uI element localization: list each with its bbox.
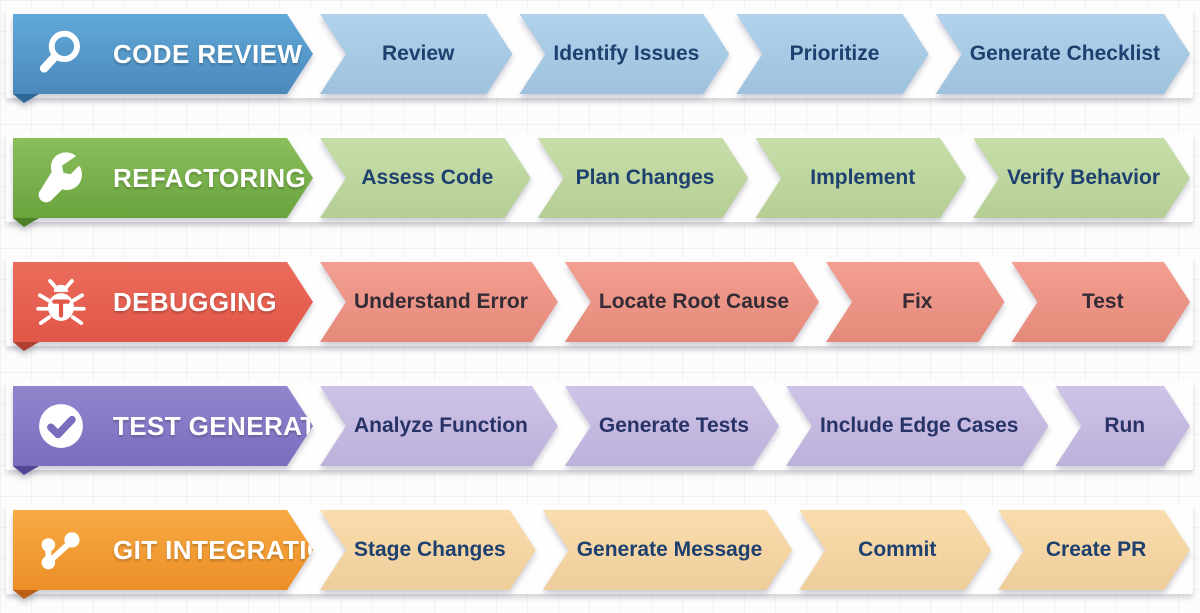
workflow-step: Locate Root Cause [565,262,819,342]
row-title: CODE REVIEW [113,38,303,69]
check-circle-icon [34,399,88,453]
step-label: Generate Message [576,538,763,561]
row-header: CODE REVIEW [13,14,313,94]
workflow-row-refactoring: REFACTORING Assess Code Plan Changes Imple… [6,133,1193,227]
step-label: Test [1081,290,1124,313]
ribbon-fold [13,590,39,599]
git-branch-icon [34,523,88,577]
ribbon-band: CODE REVIEW Review Identify Issues Priorit… [13,14,1190,103]
ribbon-fold [13,94,39,103]
step-label: Stage Changes [354,538,506,561]
workflow-step: Plan Changes [538,138,749,218]
step-label: Generate Tests [598,414,750,437]
workflow-row-git-integration: GIT INTEGRATION Stage Changes Generate Me… [6,505,1193,599]
workflow-step: Implement [755,138,966,218]
workflow-step: Generate Checklist [936,14,1190,94]
bug-icon [34,275,88,329]
workflow-step: Identify Issues [519,14,729,94]
step-list: Analyze Function Generate Tests Include Ed… [320,386,1190,466]
ribbon-band: GIT INTEGRATION Stage Changes Generate Me… [13,510,1190,599]
ribbon-fold [13,466,39,475]
step-label: Create PR [1045,538,1147,561]
workflow-step: Generate Message [543,510,793,590]
row-title: REFACTORING [113,162,307,193]
workflow-step: Analyze Function [320,386,558,466]
workflow-step: Review [320,14,512,94]
row-header: DEBUGGING [13,262,313,342]
row-title: GIT INTEGRATION [113,534,347,565]
workflow-step: Prioritize [736,14,928,94]
step-label: Review [382,42,455,65]
wrench-icon [34,151,88,205]
step-label: Implement [810,166,916,189]
workflow-step: Create PR [998,510,1190,590]
workflow-step: Verify Behavior [973,138,1190,218]
workflow-row-debugging: DEBUGGING Understand Error Locate Root Ca… [6,257,1193,351]
workflow-row-code-review: CODE REVIEW Review Identify Issues Priorit… [6,9,1193,103]
ribbon-band: REFACTORING Assess Code Plan Changes Imple… [13,138,1190,227]
step-label: Run [1104,414,1146,437]
workflow-step: Assess Code [320,138,531,218]
workflow-step: Test [1012,262,1190,342]
step-list: Review Identify Issues Prioritize Generate … [320,14,1190,94]
step-label: Fix [902,290,933,313]
workflow-diagram: CODE REVIEW Review Identify Issues Priorit… [6,9,1193,599]
step-label: Commit [858,538,937,561]
step-label: Understand Error [354,290,528,313]
workflow-step: Include Edge Cases [786,386,1048,466]
step-label: Analyze Function [354,414,528,437]
step-label: Prioritize [789,42,880,65]
row-header: TEST GENERATION [13,386,313,466]
step-label: Identify Issues [553,42,700,65]
step-list: Stage Changes Generate Message Commit Creat… [320,510,1190,590]
ribbon-fold [13,218,39,227]
step-list: Understand Error Locate Root Cause Fix Test [320,262,1190,342]
row-header: REFACTORING [13,138,313,218]
row-header: GIT INTEGRATION [13,510,313,590]
step-label: Locate Root Cause [598,290,790,313]
workflow-step: Commit [799,510,991,590]
ribbon-band: TEST GENERATION Analyze Function Generate… [13,386,1190,475]
ribbon-fold [13,342,39,351]
step-list: Assess Code Plan Changes Implement Verify B… [320,138,1190,218]
workflow-step: Generate Tests [565,386,779,466]
workflow-step: Run [1055,386,1190,466]
workflow-step: Stage Changes [320,510,536,590]
magnifier-icon [34,27,88,81]
step-label: Generate Checklist [969,42,1160,65]
step-label: Include Edge Cases [820,414,1019,437]
step-label: Verify Behavior [1007,166,1161,189]
step-label: Assess Code [361,166,494,189]
row-title: DEBUGGING [113,286,277,317]
ribbon-band: DEBUGGING Understand Error Locate Root Ca… [13,262,1190,351]
workflow-step: Fix [826,262,1004,342]
workflow-row-test-generation: TEST GENERATION Analyze Function Generate… [6,381,1193,475]
step-label: Plan Changes [575,166,715,189]
workflow-step: Understand Error [320,262,558,342]
